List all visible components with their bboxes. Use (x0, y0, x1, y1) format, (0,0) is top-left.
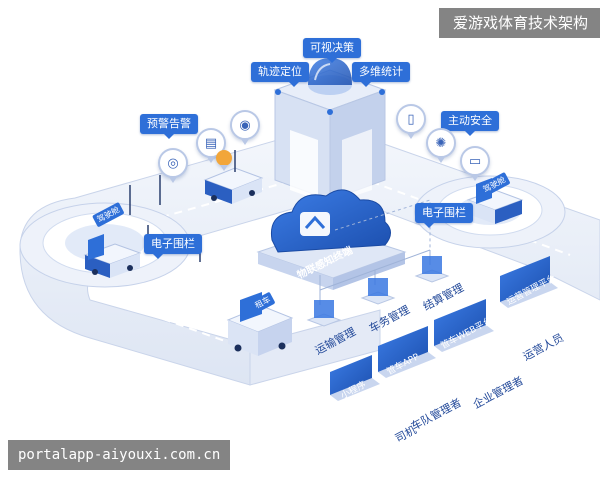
alarm-icon: ◎ (158, 148, 188, 183)
callout-visual-decision: 可视决策 (303, 38, 361, 63)
vehicle-left (83, 234, 142, 278)
callout-trajectory: 轨迹定位 (251, 62, 309, 87)
vehicle-center (203, 167, 264, 204)
screen-tiles (330, 256, 558, 401)
camera-icon: ◉ (230, 110, 260, 145)
cloud-platform (256, 189, 407, 290)
location-marker-icon (216, 150, 232, 171)
gear-icon: ✺ (426, 128, 456, 163)
watermark-top: 爱游戏体育技术架构 (438, 8, 600, 38)
folder-icon: ▭ (460, 146, 490, 181)
callout-warning: 预警告警 (140, 114, 198, 139)
module-pedestals (306, 256, 450, 327)
central-gateway (273, 58, 387, 201)
callout-active-safety: 主动安全 (441, 111, 499, 136)
callout-multi-stats: 多维统计 (352, 62, 410, 87)
watermark-bottom: portalapp-aiyouxi.com.cn (8, 440, 231, 470)
vehicle-truck (226, 292, 294, 356)
device-icon: ▯ (396, 104, 426, 139)
callout-fence-right: 电子围栏 (415, 203, 473, 228)
callout-fence-left: 电子围栏 (144, 234, 202, 259)
